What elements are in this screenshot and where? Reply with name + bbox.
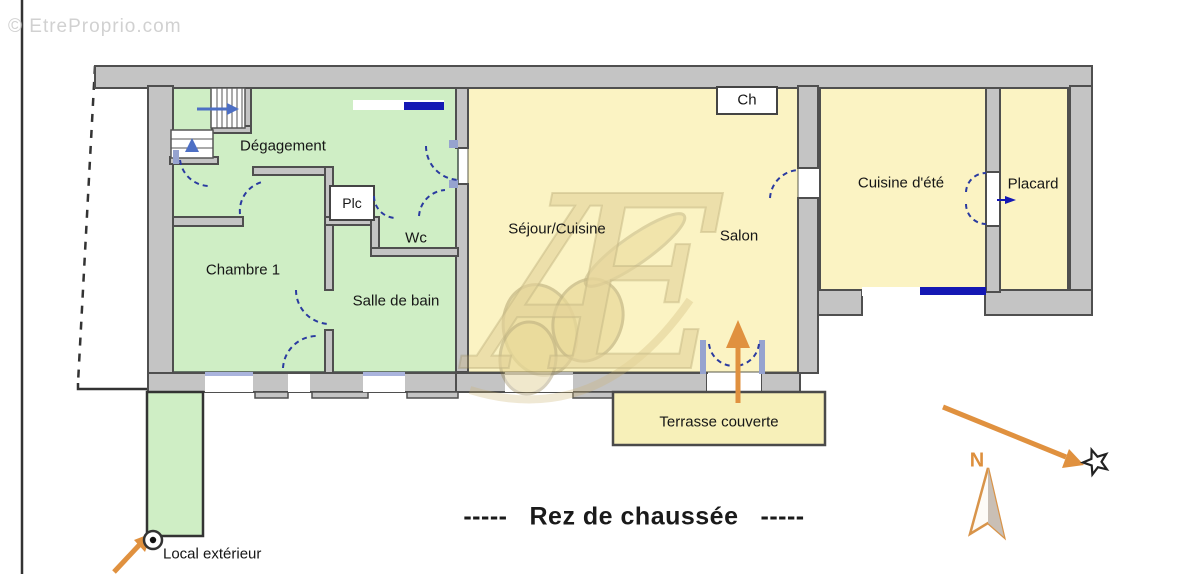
room-label-cuisine-ete: Cuisine d'été [857,174,945,192]
room-label-wc: Wc [405,229,427,247]
star-marker [1079,446,1110,478]
title-dashes-left: ----- [463,502,508,531]
terrasse-floor [611,390,827,447]
room-label-local-exterieur: Local extérieur [163,545,262,563]
placard-door-arrow [997,196,1016,204]
svg-text:Æ: Æ [459,145,723,425]
local-exterieur-floor [145,390,205,538]
plan-title: ----- Rez de chaussée ----- [463,503,804,532]
staircase [170,87,246,159]
room-label-sejour-cuisine: Séjour/Cuisine [508,220,606,238]
compass-needle [967,467,1007,541]
room-label-placard: Placard [1007,175,1059,193]
title-dashes-right: ----- [760,502,805,531]
chimney-label: Ch [737,91,757,109]
room-label-plc: Plc [342,195,362,211]
interior-walls [169,87,459,374]
site-watermark: © EtreProprio.com [8,16,182,37]
room-label-salon: Salon [719,227,759,245]
plc-closet-box [329,185,375,221]
room-label-degagement: Dégagement [240,137,326,155]
compass-north-label: N [969,449,985,472]
windows [353,100,986,296]
door-jambs [173,140,765,374]
room-floors [172,87,1069,373]
room-label-terrasse: Terrasse couverte [659,413,779,431]
property-boundary-lines [20,0,150,574]
room-label-chambre1: Chambre 1 [205,261,281,279]
bottom-wall-openings [205,372,761,392]
title-text: Rez de chaussée [529,502,739,531]
room-label-salle-de-bain: Salle de bain [352,292,440,310]
chimney-box [716,86,778,115]
agency-logo-watermark: Æ [458,144,724,426]
target-marker [142,529,164,551]
door-swings [179,145,987,369]
